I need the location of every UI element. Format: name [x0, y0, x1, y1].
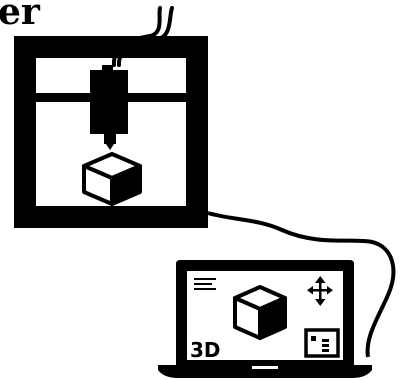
- screen-cube-icon: [233, 285, 287, 340]
- laptop-base: [158, 365, 372, 378]
- usb-cable-icon: [207, 211, 396, 358]
- screen-3d-label: 3D: [190, 338, 221, 362]
- move-arrows-icon: [307, 276, 333, 306]
- document-icon: [304, 328, 340, 358]
- print-head-icon: [90, 65, 128, 150]
- menu-lines-icon: [194, 278, 216, 290]
- page-title-fragment: er: [0, 0, 40, 33]
- laptop-notch: [252, 366, 278, 369]
- cube-icon: [82, 152, 142, 206]
- laptop-icon: [158, 260, 372, 378]
